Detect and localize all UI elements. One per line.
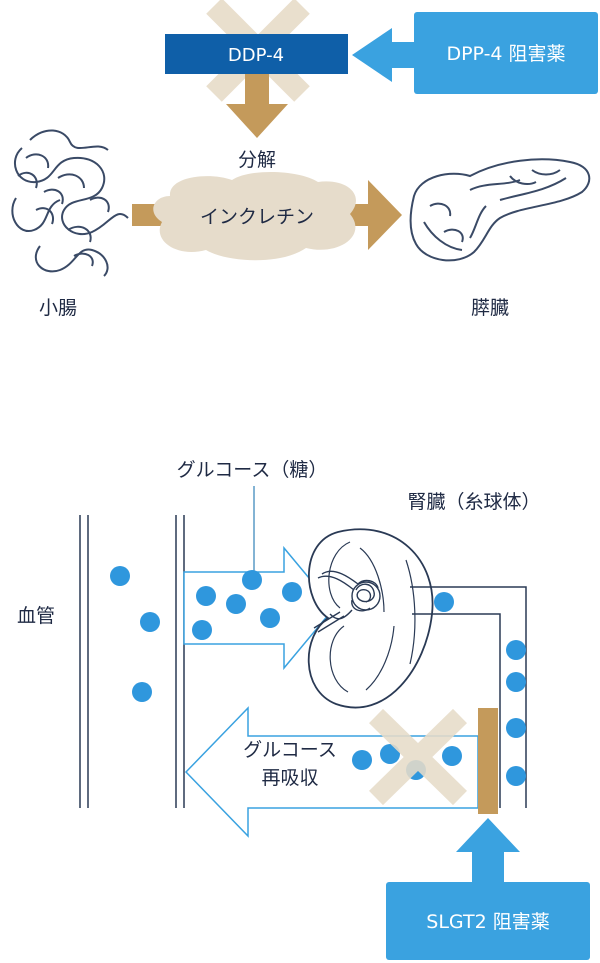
glucose-dot [242,570,262,590]
glucose-dots [110,566,526,786]
filtration-arrow [183,545,335,671]
inhibitor-arrow [352,28,420,82]
vessel-label: 血管 [17,605,55,627]
dpp4-inhibitor-box [414,12,598,94]
glucose-dot [442,746,462,766]
decompose-label: 分解 [238,149,276,171]
glucose-dot [132,682,152,702]
incretin-label: インクレチン [200,206,314,228]
kidney-illustration [307,528,434,709]
glucose-dot [380,744,400,764]
kidney-label: 腎臓（糸球体） [407,491,540,513]
glucose-dot [226,594,246,614]
reabsorb-label-line1: グルコース [243,739,337,761]
small-intestine-label: 小腸 [39,297,77,319]
glucose-dot [140,612,160,632]
blood-vessel [79,515,185,808]
cross-mark-bottom [369,708,467,806]
glucose-dot [506,718,526,738]
renal-tubule [410,586,527,808]
glucose-dot [506,640,526,660]
glucose-dot [192,620,212,640]
glucose-dot [260,608,280,628]
glomerulus-coil [313,570,381,633]
incretin-blob [153,171,356,261]
dpp4-inhibitor-label: DPP-4 阻害薬 [446,43,565,65]
ddp4-label: DDP-4 [228,45,284,66]
glucose-label: グルコース（糖） [177,459,328,481]
small-intestine-illustration [11,129,129,277]
pancreas-illustration [409,158,591,262]
glucose-dot [282,582,302,602]
decompose-arrow [226,74,288,138]
pancreas-label: 膵臓 [471,297,509,319]
glucose-dot [506,672,526,692]
glucose-dot [110,566,130,586]
sglt2-inhibitor-arrow [456,818,520,884]
ddp4-box [165,34,348,74]
sglt2-inhibitor-box [386,882,590,960]
glucose-dot [434,592,454,612]
glucose-dot [352,750,372,770]
sglt2-transporter [478,708,498,814]
sglt2-inhibitor-label: SLGT2 阻害薬 [426,911,549,933]
reabsorb-label-line2: 再吸収 [261,767,318,789]
glucose-dot [506,766,526,786]
glucose-dot [196,586,216,606]
